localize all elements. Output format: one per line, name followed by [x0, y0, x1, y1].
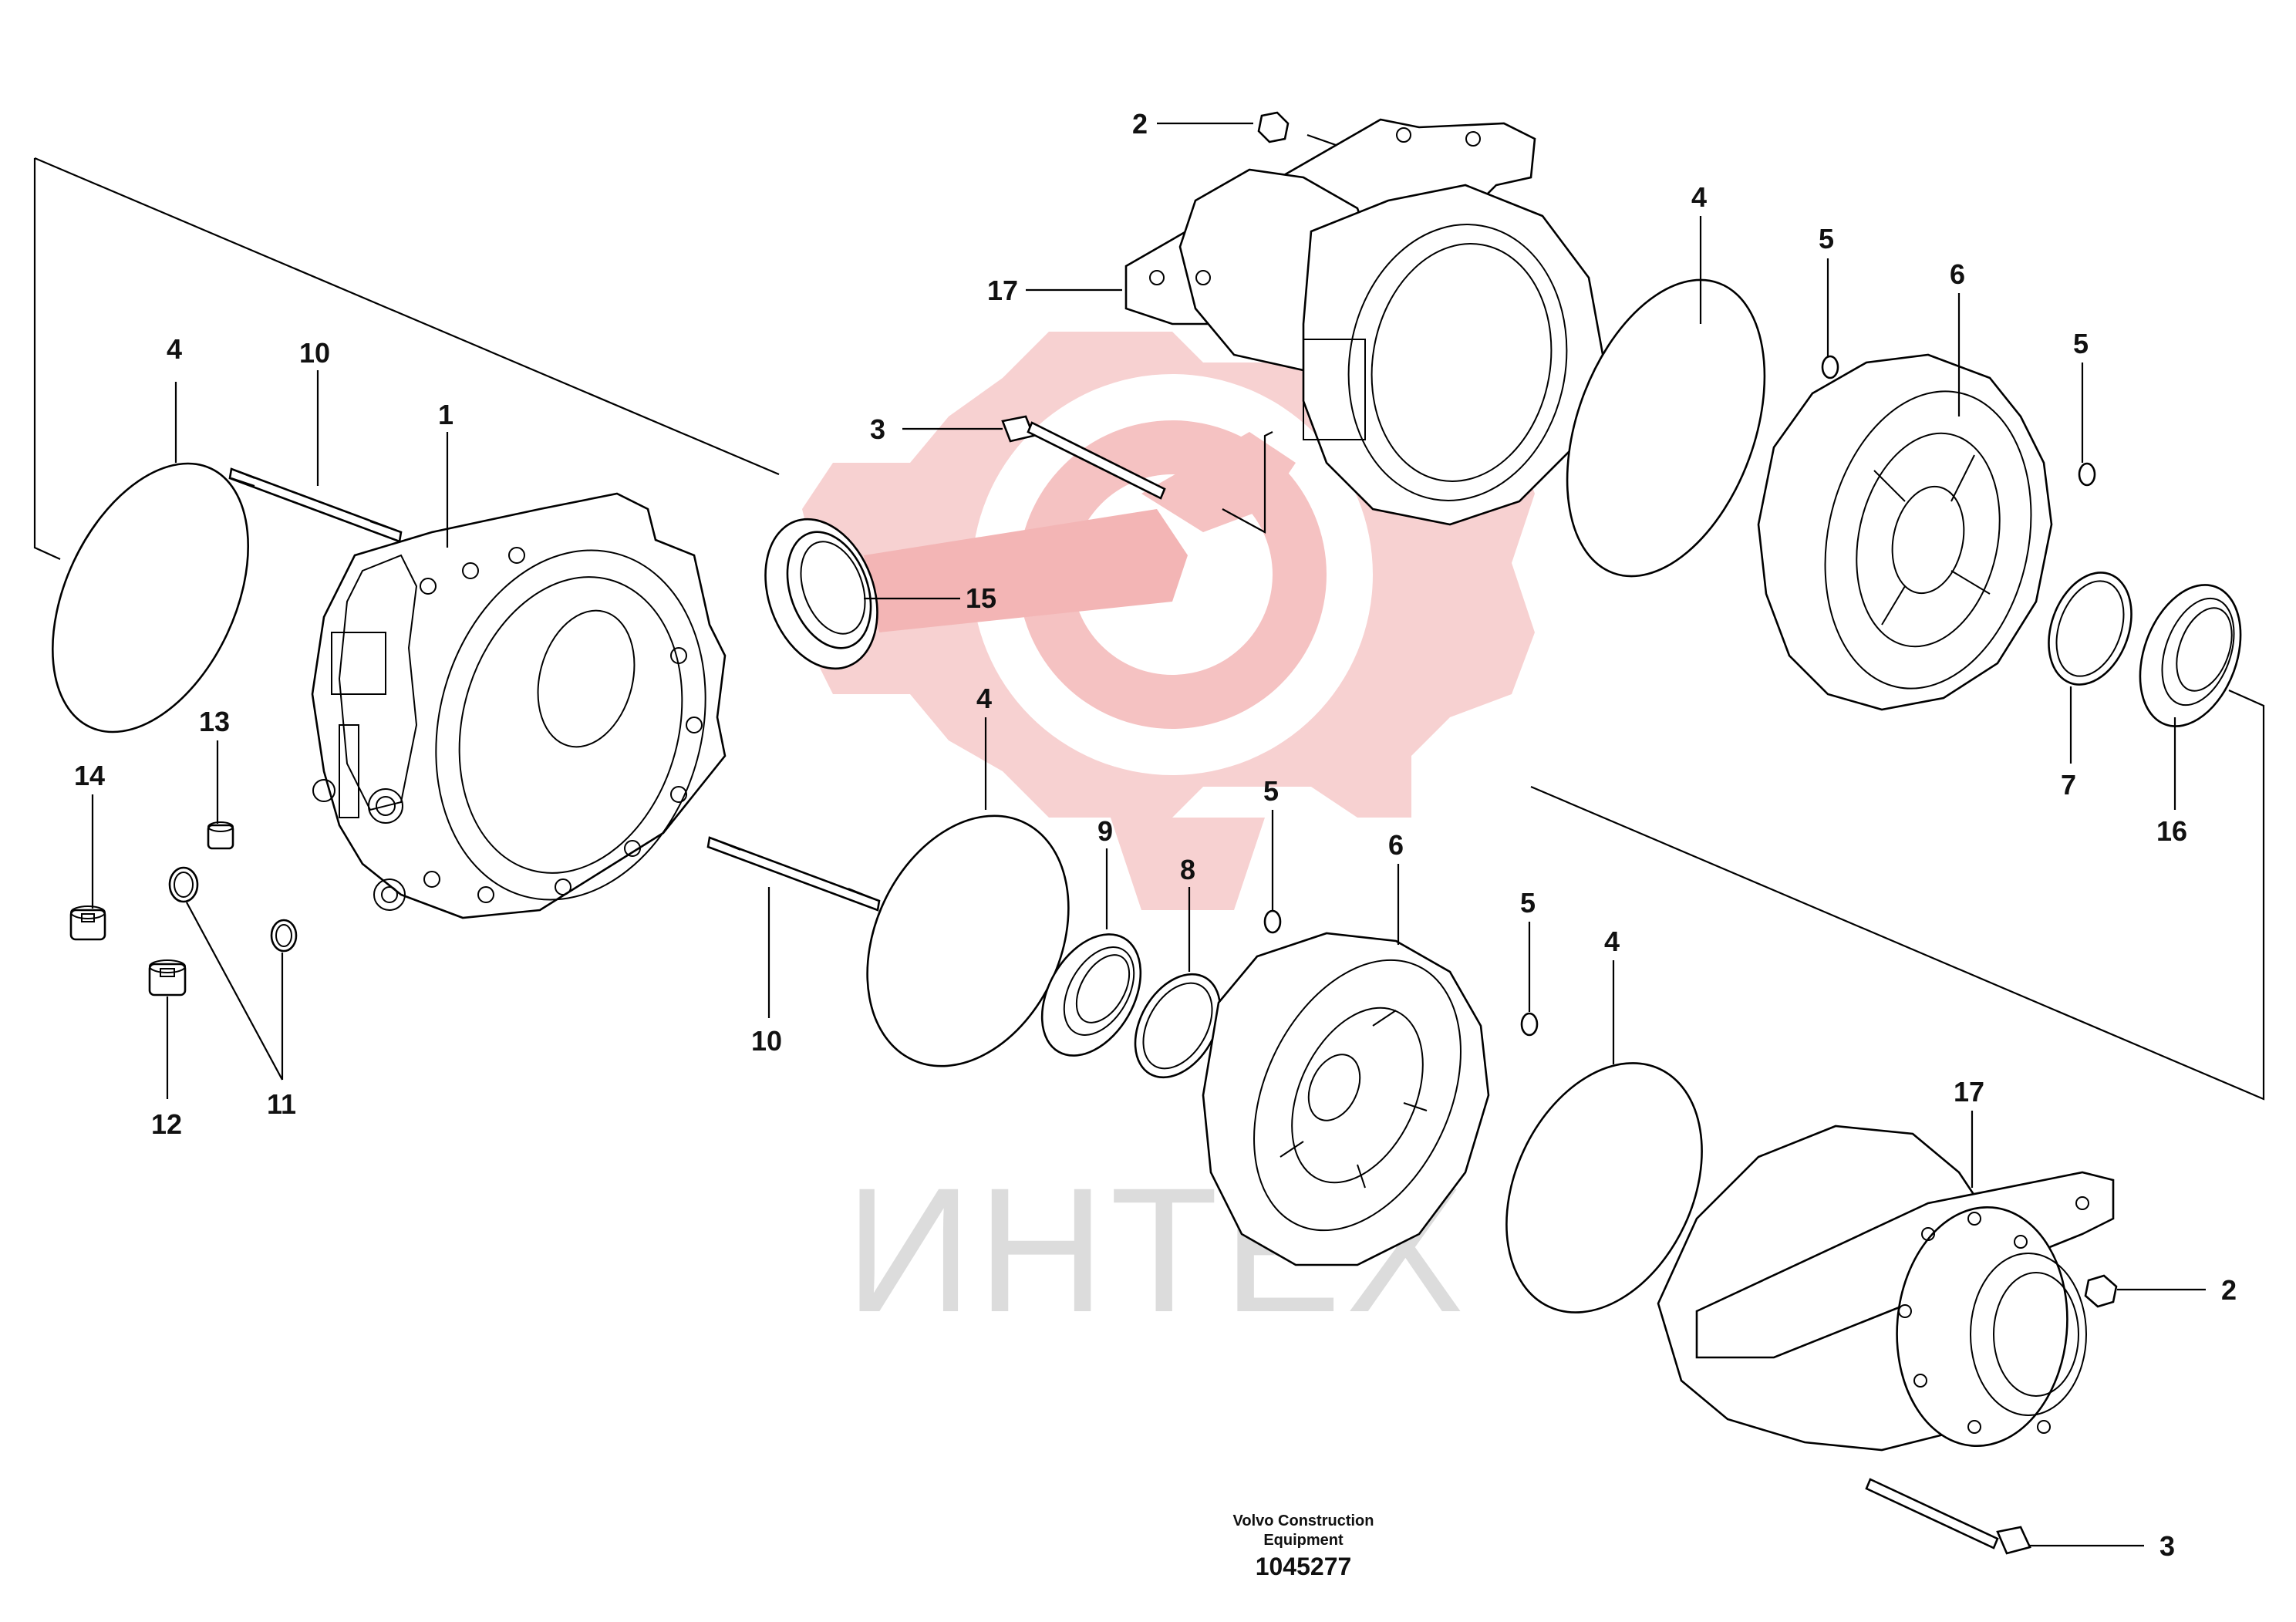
part-bolt-top — [1001, 415, 1166, 500]
part-oring-top — [1566, 278, 1766, 578]
callout-16: 16 — [2156, 815, 2187, 847]
caption: Volvo Construction Equipment 1045277 — [1233, 1512, 1374, 1580]
part-stud-top — [228, 467, 403, 543]
leader-lines — [91, 122, 2206, 1547]
callout-17-bottom: 17 — [1954, 1076, 1984, 1108]
part-plug-12 — [148, 959, 187, 996]
part-bolt-bottom — [1865, 1478, 2031, 1555]
callout-12: 12 — [151, 1108, 182, 1140]
callout-13: 13 — [199, 706, 230, 737]
part-nut-bottom — [2084, 1274, 2118, 1308]
part-ring-5-mid-a — [1263, 909, 1282, 934]
callout-15: 15 — [966, 582, 996, 614]
callout-4-top: 4 — [1691, 181, 1707, 213]
part-seal — [764, 518, 878, 670]
part-ring-11a — [168, 866, 199, 903]
caption-part-number: 1045277 — [1256, 1553, 1352, 1580]
part-ring-5-top-b — [2078, 462, 2096, 487]
callout-4-right: 4 — [1604, 926, 1620, 957]
caption-line-1: Volvo Construction — [1233, 1512, 1374, 1529]
part-oring-right — [1505, 1062, 1703, 1313]
callout-7: 7 — [2061, 769, 2076, 801]
part-ring-8 — [1134, 973, 1222, 1079]
callout-2-top: 2 — [1132, 108, 1148, 140]
callout-5-mid-a: 5 — [1263, 775, 1279, 807]
part-oring-left — [52, 462, 249, 733]
part-plug-14 — [69, 905, 106, 941]
part-bearing-9 — [1040, 933, 1142, 1057]
callout-11: 11 — [267, 1088, 296, 1120]
part-housing — [311, 492, 727, 919]
callout-4-mid: 4 — [976, 683, 992, 714]
callout-10-top: 10 — [299, 337, 330, 369]
part-carrier-bottom — [1657, 1125, 2115, 1452]
part-stud-bottom — [706, 836, 881, 912]
part-hub-top — [1757, 353, 2053, 711]
part-carrier-top — [1124, 118, 1606, 526]
part-nut-top — [1257, 111, 1290, 143]
part-plug-13 — [207, 821, 234, 850]
callout-2-bottom: 2 — [2221, 1274, 2237, 1306]
callout-3-bottom: 3 — [2159, 1530, 2175, 1562]
callout-6-mid: 6 — [1388, 829, 1404, 861]
callout-9: 9 — [1097, 815, 1113, 847]
part-ring-7 — [2048, 572, 2132, 686]
callouts: 2 17 3 4 5 6 5 7 16 4 10 1 15 13 14 11 1… — [74, 108, 2237, 1562]
callout-5-top-b: 5 — [2073, 328, 2089, 359]
part-ring-11b — [270, 919, 298, 953]
part-ring-5-mid-b — [1520, 1012, 1539, 1037]
part-hub-mid — [1202, 932, 1490, 1266]
callout-6-top: 6 — [1950, 258, 1965, 290]
assembly-lines — [33, 133, 2265, 1101]
callout-5-top-a: 5 — [1819, 223, 1834, 255]
callout-10-bottom: 10 — [751, 1025, 782, 1057]
callout-17-top: 17 — [987, 275, 1018, 306]
callout-8: 8 — [1180, 854, 1195, 885]
callout-14: 14 — [74, 760, 105, 791]
callout-3-top: 3 — [870, 413, 885, 445]
part-bearing-16 — [2139, 584, 2242, 727]
part-ring-5-top-a — [1821, 355, 1839, 379]
callout-1: 1 — [438, 399, 453, 430]
callout-5-mid-b: 5 — [1520, 887, 1536, 919]
callout-4-left: 4 — [167, 333, 182, 365]
caption-line-2: Equipment — [1263, 1532, 1344, 1549]
